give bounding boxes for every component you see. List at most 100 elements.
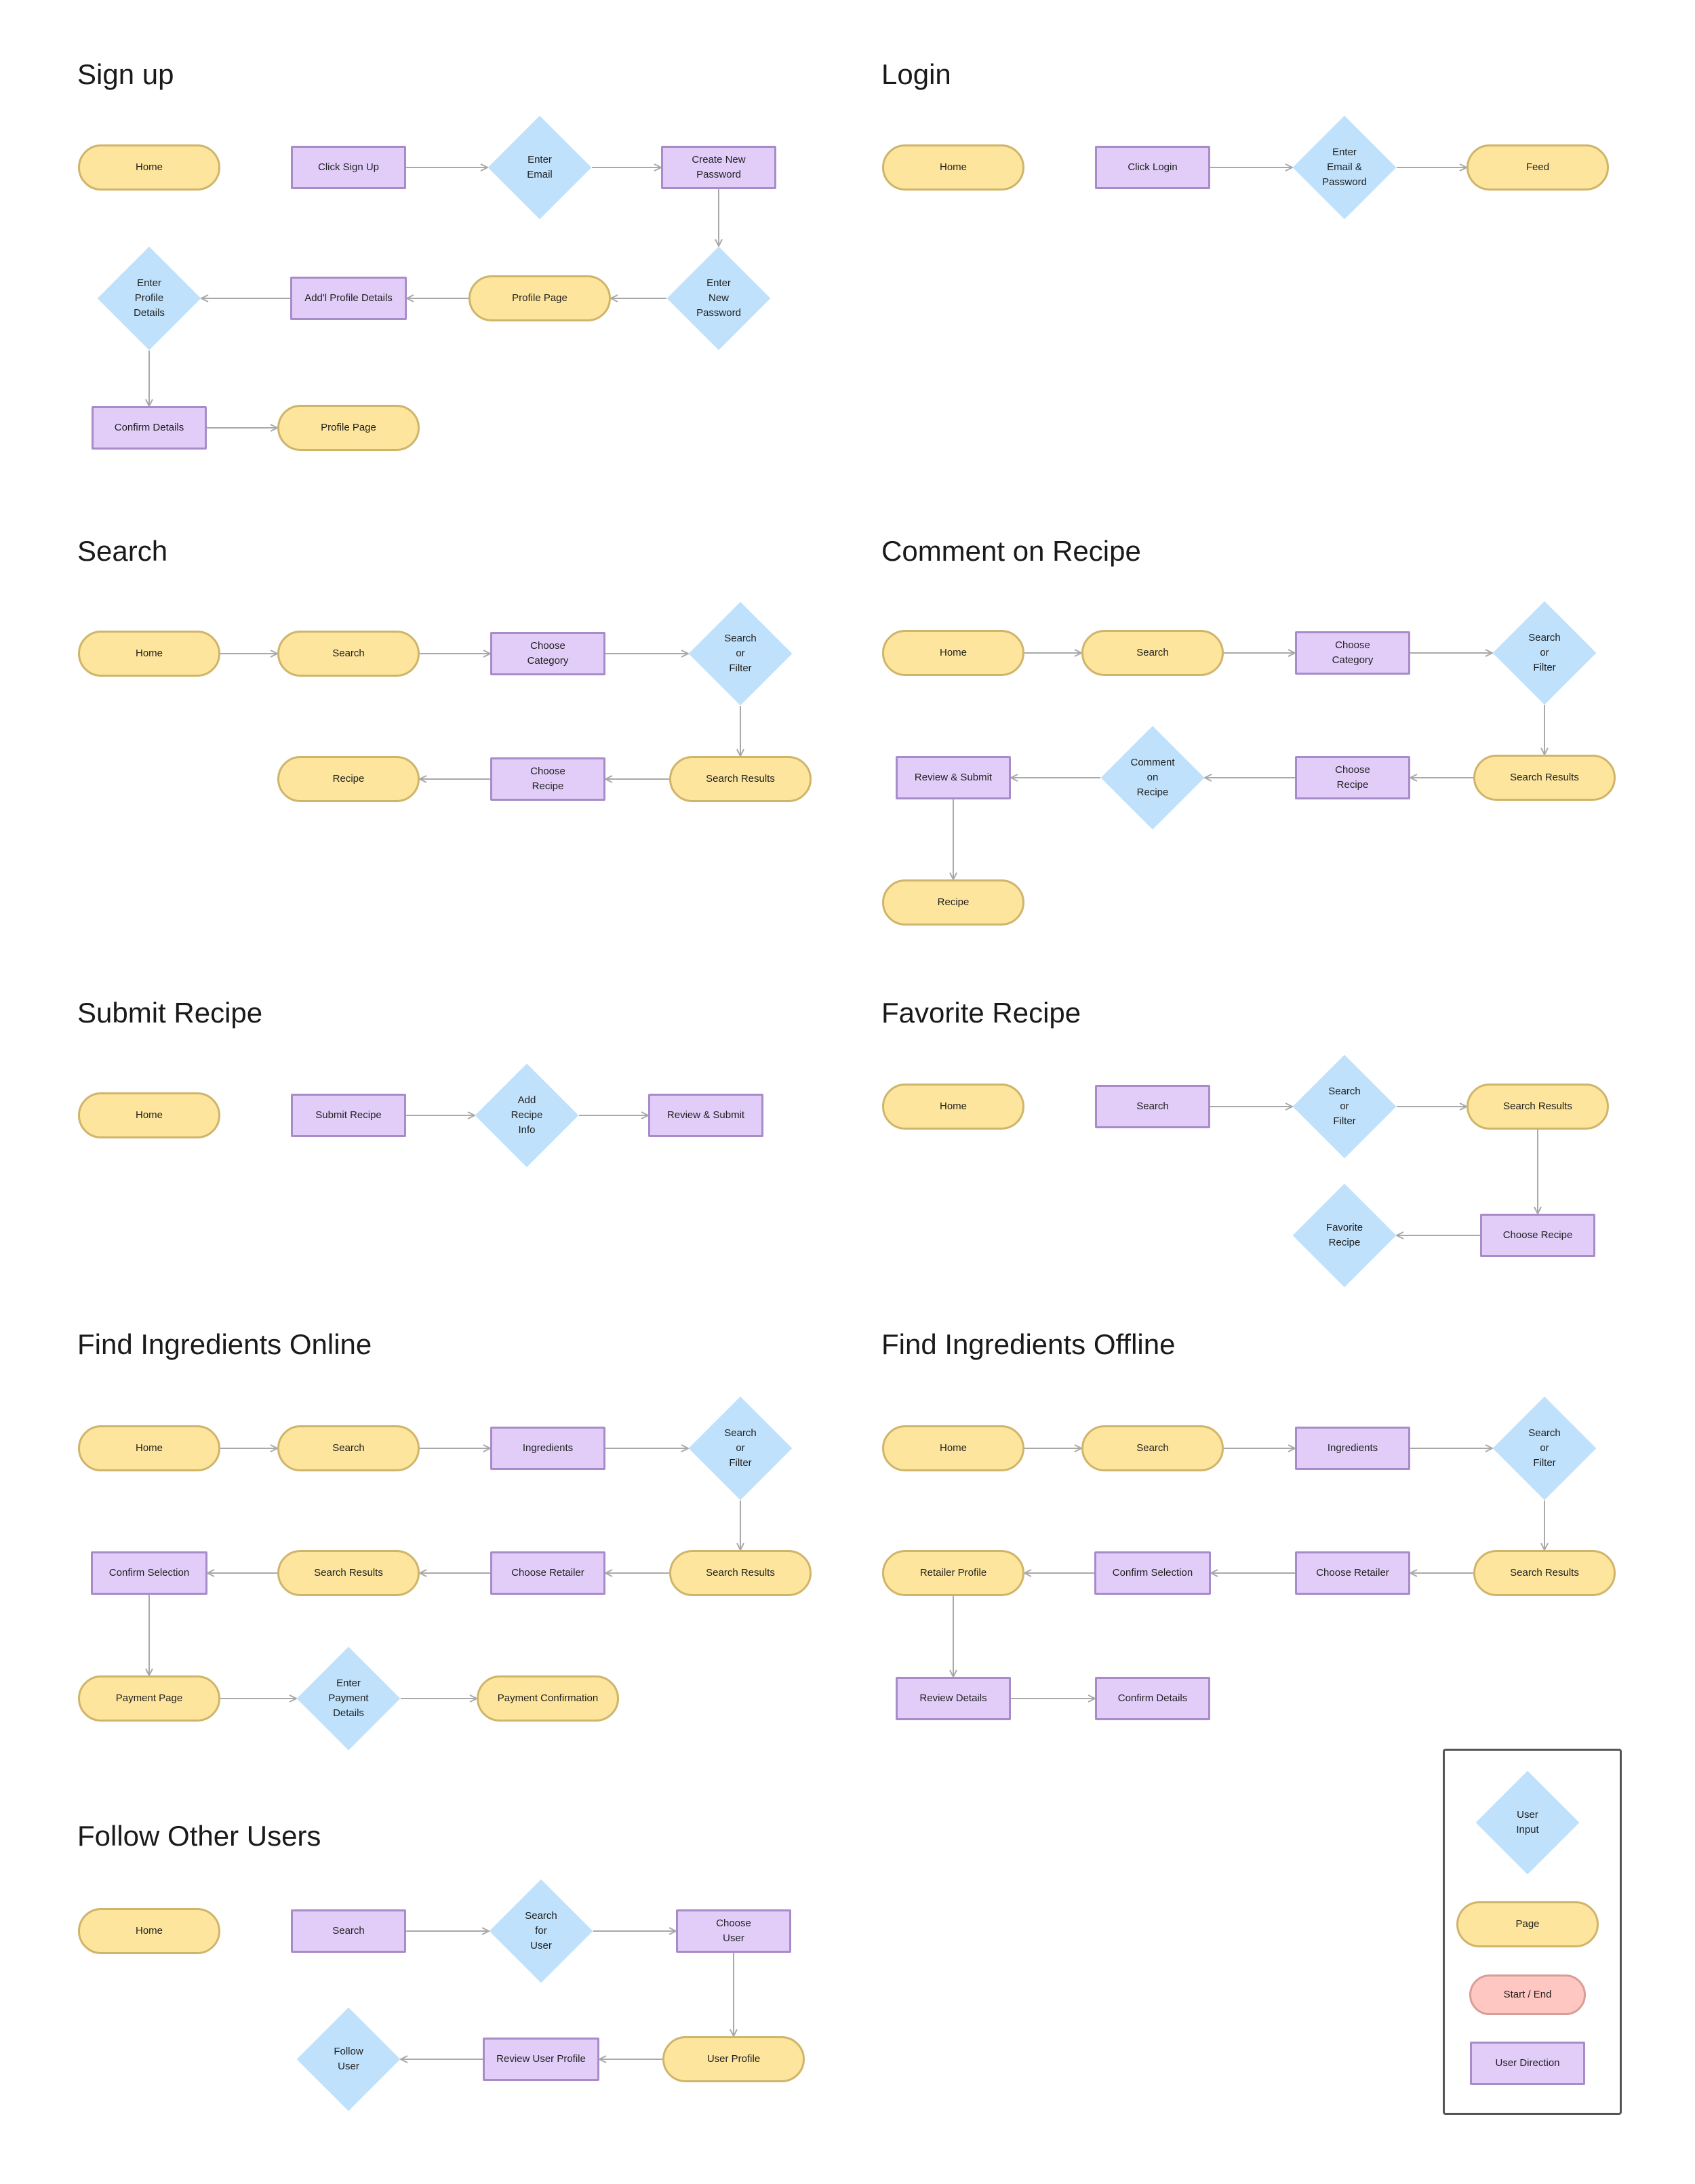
node-label: Enter Payment Details [328, 1677, 369, 1719]
action-node-submit-recipe: Submit Recipe [291, 1094, 406, 1137]
action-node-choose-category: Choose Category [1295, 631, 1410, 675]
decision-node-favorite-recipe: Favorite Recipe [1292, 1183, 1397, 1288]
node-label: Follow User [334, 2046, 363, 2072]
page-node-home: Home [78, 1908, 220, 1954]
decision-node-search-for-user: Search for User [489, 1879, 593, 1983]
decision-node-enter-profile-details: Enter Profile Details [97, 246, 201, 351]
node-label: Comment on Recipe [1130, 757, 1175, 798]
page-node-feed: Feed [1467, 144, 1609, 191]
page-node-home: Home [882, 630, 1024, 676]
node-label: Enter New Password [696, 277, 741, 319]
action-node-confirm-details: Confirm Details [92, 406, 207, 450]
action-node-choose-recipe: Choose Recipe [1295, 756, 1410, 799]
node-label: Search or Filter [724, 1427, 757, 1469]
page-node-search: Search [277, 631, 420, 677]
page-node-retailer-profile: Retailer Profile [882, 1550, 1024, 1596]
action-node-confirm-selection: Confirm Selection [91, 1551, 207, 1595]
action-node-confirm-selection: Confirm Selection [1094, 1551, 1211, 1595]
action-node-ingredients: Ingredients [490, 1427, 605, 1470]
action-node-review-submit: Review & Submit [648, 1094, 763, 1137]
decision-node-comment-on-recipe: Comment on Recipe [1100, 726, 1205, 830]
legend-item-start-end: Start / End [1469, 1974, 1586, 2015]
page-node-search: Search [1081, 630, 1224, 676]
legend-item-page: Page [1456, 1901, 1599, 1947]
page-node-payment-page: Payment Page [78, 1675, 220, 1722]
action-node-create-new-password: Create New Password [661, 146, 776, 189]
action-node-search: Search [1095, 1085, 1210, 1128]
node-label: Enter Profile Details [134, 277, 165, 319]
page-node-recipe: Recipe [882, 879, 1024, 926]
decision-node-add-recipe-info: Add Recipe Info [475, 1063, 579, 1168]
page-node-home: Home [882, 1084, 1024, 1130]
section-title-find-ingredients-offline: Find Ingredients Offline [881, 1328, 1176, 1360]
action-node-choose-category: Choose Category [490, 632, 605, 675]
node-label: User Input [1516, 1809, 1539, 1835]
action-node-add-l-profile-details: Add'l Profile Details [290, 277, 407, 320]
page-node-home: Home [78, 1092, 220, 1138]
page-node-user-profile: User Profile [662, 2036, 805, 2082]
page-node-search-results: Search Results [1473, 755, 1616, 801]
node-label: Search for User [525, 1910, 557, 1951]
node-label: Search or Filter [724, 633, 757, 674]
section-title-favorite-recipe: Favorite Recipe [881, 997, 1081, 1029]
action-node-choose-recipe: Choose Recipe [1480, 1214, 1595, 1257]
page-node-recipe: Recipe [277, 756, 420, 802]
page-node-search-results: Search Results [669, 1550, 812, 1596]
decision-node-enter-email: Enter Email [487, 115, 592, 220]
page-node-home: Home [882, 1425, 1024, 1471]
page-node-profile-page: Profile Page [277, 405, 420, 451]
page-node-home: Home [78, 1425, 220, 1471]
action-node-choose-user: Choose User [676, 1909, 791, 1953]
page-node-search-results: Search Results [277, 1550, 420, 1596]
page-node-search: Search [277, 1425, 420, 1471]
decision-node-search-or-filter: Search or Filter [1492, 1396, 1597, 1501]
section-title-sign-up: Sign up [77, 58, 174, 90]
action-node-choose-retailer: Choose Retailer [490, 1551, 605, 1595]
legend-item-user-direction: User Direction [1470, 2042, 1585, 2085]
page-node-search: Search [1081, 1425, 1224, 1471]
action-node-confirm-details: Confirm Details [1095, 1677, 1210, 1720]
section-title-comment-on-recipe: Comment on Recipe [881, 535, 1141, 567]
node-label: Favorite Recipe [1325, 1222, 1363, 1248]
action-node-choose-recipe: Choose Recipe [490, 757, 605, 801]
page-node-home: Home [78, 144, 220, 191]
section-title-login: Login [881, 58, 951, 90]
decision-node-search-or-filter: Search or Filter [688, 1396, 793, 1501]
section-title-search: Search [77, 535, 168, 567]
page-node-search-results: Search Results [669, 756, 812, 802]
page-node-profile-page: Profile Page [468, 275, 611, 321]
page-node-home: Home [78, 631, 220, 677]
node-label: Add Recipe Info [511, 1094, 543, 1136]
section-title-submit-recipe: Submit Recipe [77, 997, 263, 1029]
decision-node-search-or-filter: Search or Filter [1492, 601, 1597, 705]
action-node-ingredients: Ingredients [1295, 1427, 1410, 1470]
action-node-review-user-profile: Review User Profile [483, 2038, 599, 2081]
page-node-search-results: Search Results [1473, 1550, 1616, 1596]
node-label: Search or Filter [1328, 1086, 1361, 1127]
action-node-click-sign-up: Click Sign Up [291, 146, 406, 189]
decision-node-enter-email-password: Enter Email & Password [1292, 115, 1397, 220]
action-node-review-details: Review Details [896, 1677, 1011, 1720]
page-node-payment-confirmation: Payment Confirmation [477, 1675, 619, 1722]
decision-node-follow-user: Follow User [296, 2007, 401, 2111]
section-title-find-ingredients-online: Find Ingredients Online [77, 1328, 372, 1360]
page-node-home: Home [882, 144, 1024, 191]
node-label: Enter Email & Password [1322, 146, 1367, 188]
action-node-search: Search [291, 1909, 406, 1953]
decision-node-enter-new-password: Enter New Password [666, 246, 771, 351]
decision-node-search-or-filter: Search or Filter [1292, 1054, 1397, 1159]
node-label: Enter Email [527, 154, 553, 180]
decision-node-enter-payment-details: Enter Payment Details [296, 1646, 401, 1751]
decision-node-search-or-filter: Search or Filter [688, 601, 793, 706]
section-title-follow-other-users: Follow Other Users [77, 1820, 321, 1852]
action-node-choose-retailer: Choose Retailer [1295, 1551, 1410, 1595]
page-node-search-results: Search Results [1467, 1084, 1609, 1130]
legend-item-user-input: User Input [1475, 1770, 1580, 1875]
legend [1443, 1749, 1622, 2115]
action-node-review-submit: Review & Submit [896, 756, 1011, 799]
node-label: Search or Filter [1528, 1427, 1561, 1469]
action-node-click-login: Click Login [1095, 146, 1210, 189]
node-label: Search or Filter [1528, 632, 1561, 673]
